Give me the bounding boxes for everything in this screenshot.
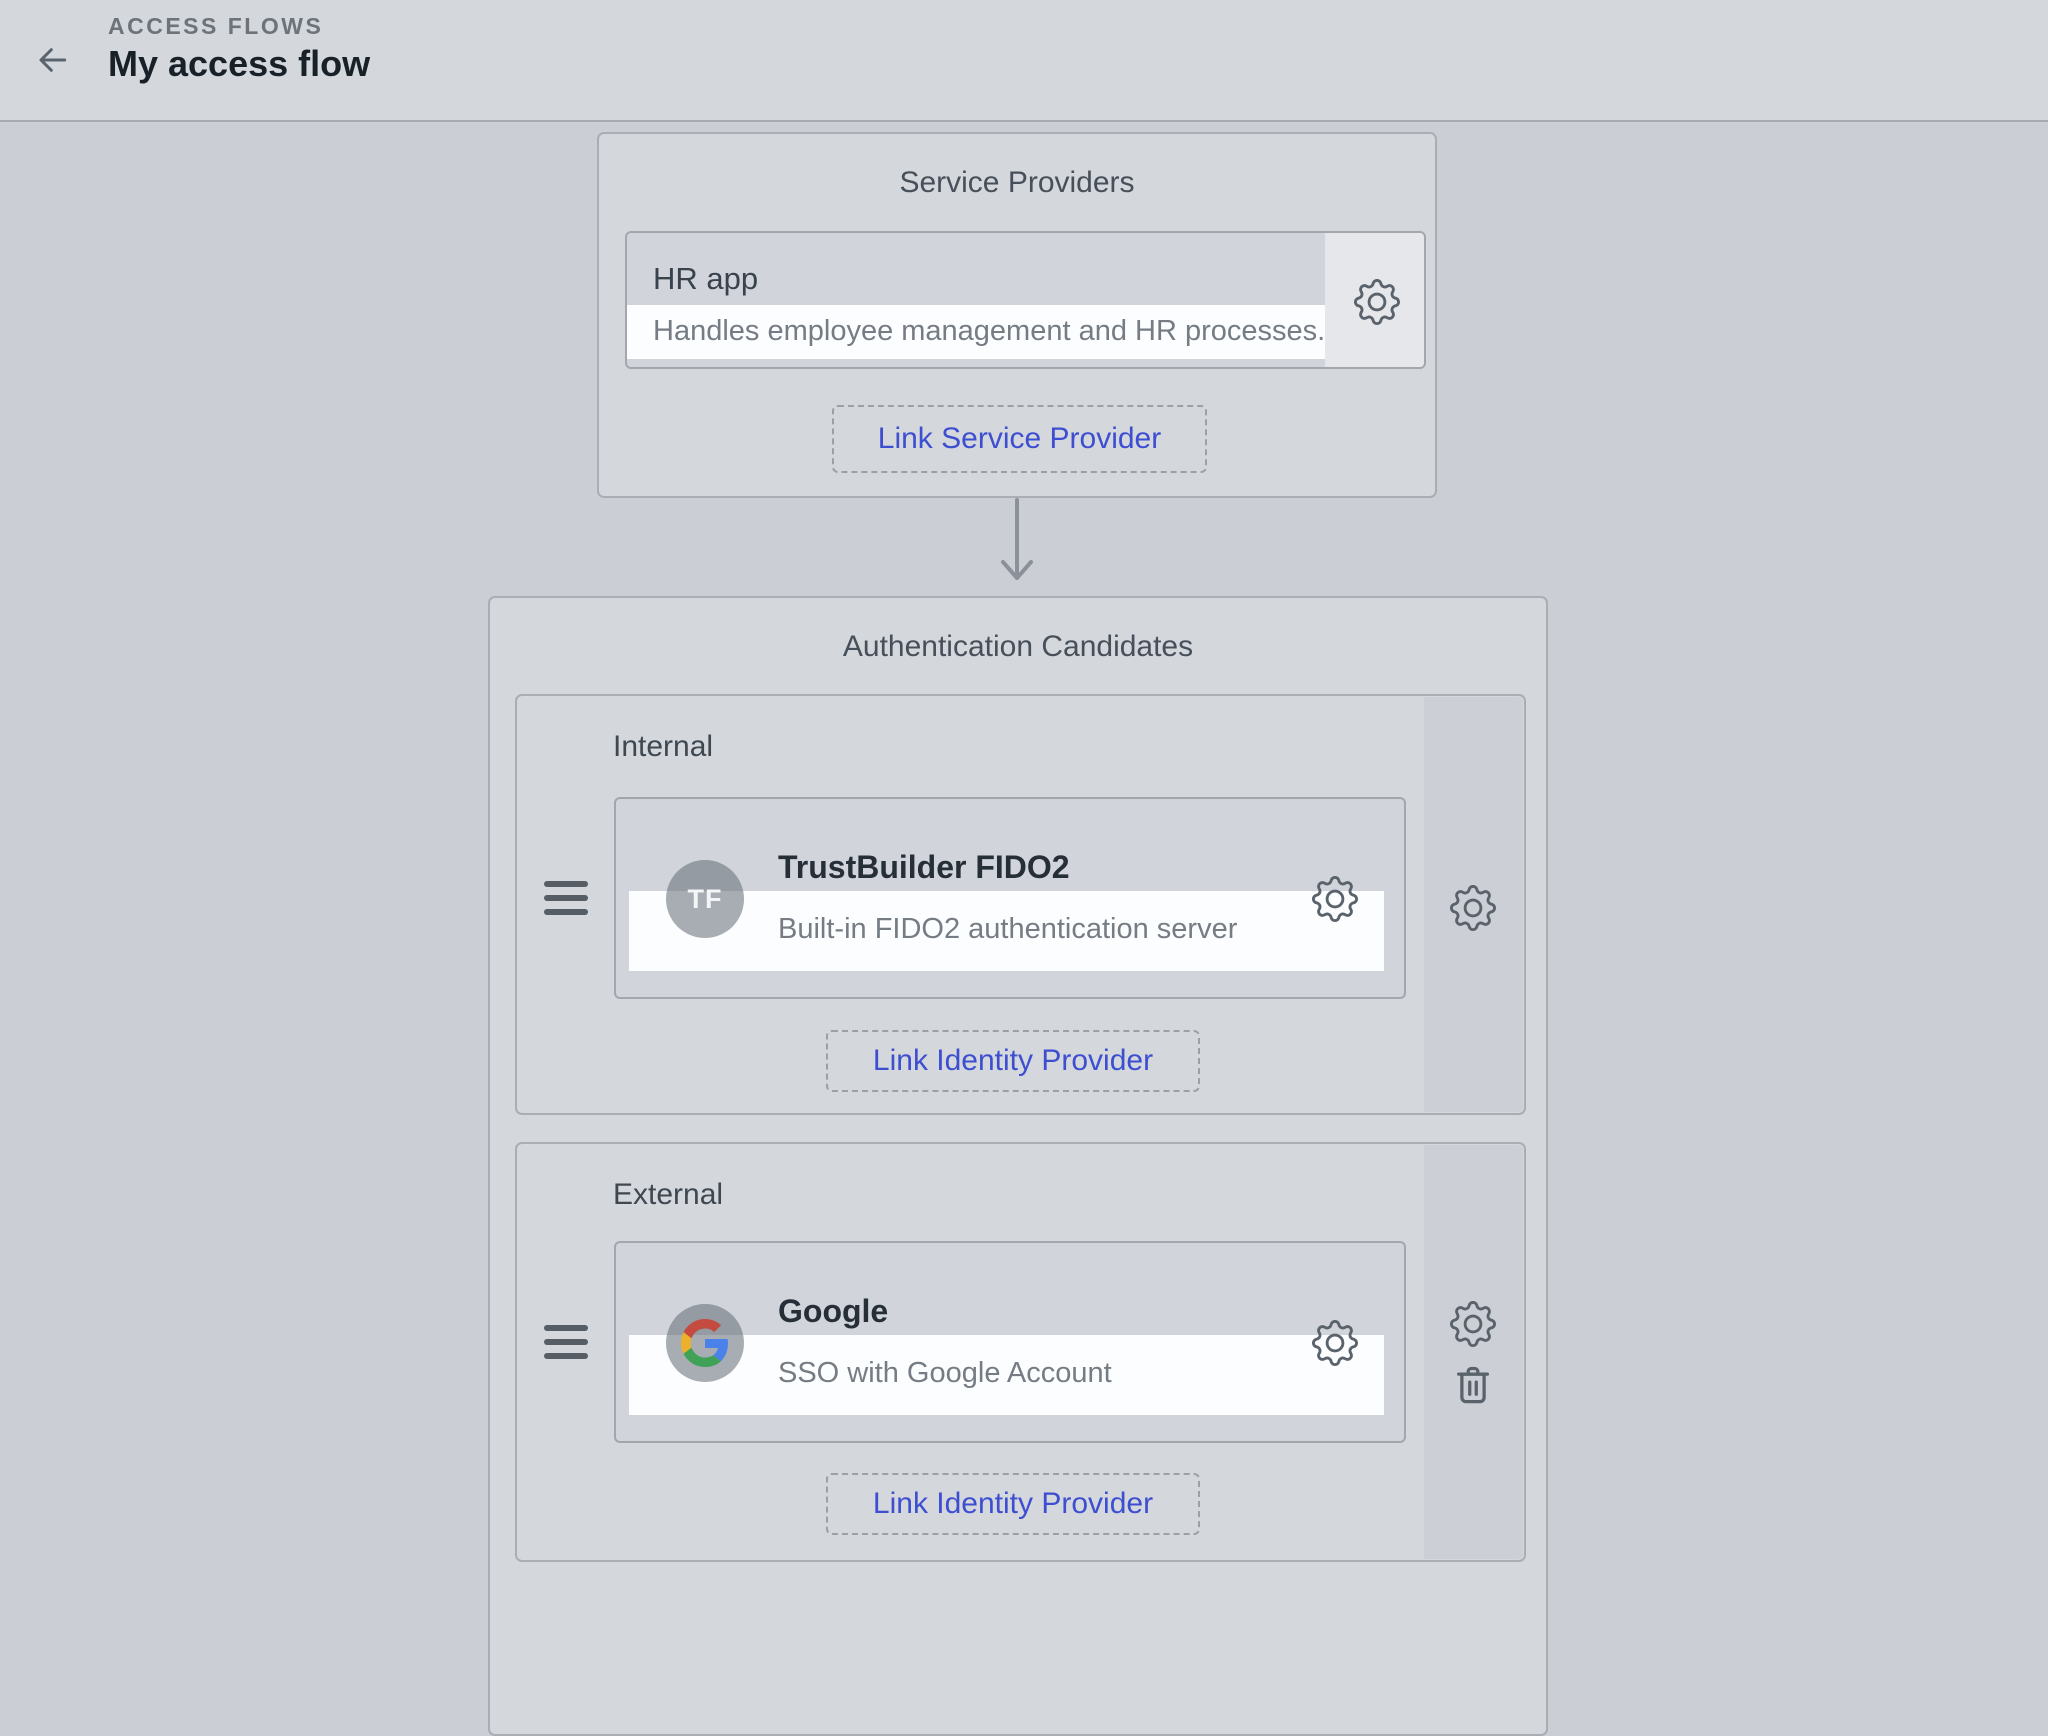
service-provider-description: Handles employee management and HR proce… <box>653 315 1326 347</box>
back-button[interactable] <box>30 37 76 83</box>
gear-icon[interactable] <box>1312 876 1358 922</box>
service-provider-name: HR app <box>653 261 759 296</box>
gear-icon[interactable] <box>1312 1320 1358 1366</box>
flow-connector-arrow-icon <box>997 498 1037 588</box>
gear-icon[interactable] <box>1450 885 1496 931</box>
flow-canvas: Service Providers HR app Handles employe… <box>0 122 2048 1736</box>
trustbuilder-avatar: TF <box>666 860 744 938</box>
trash-icon[interactable] <box>1450 1362 1496 1408</box>
external-actions-strip <box>1424 1145 1523 1559</box>
external-label: External <box>613 1178 724 1211</box>
identity-provider-card-google[interactable]: Google SSO with Google Account <box>614 1241 1406 1443</box>
internal-label: Internal <box>613 730 714 763</box>
description-highlight <box>629 1335 1384 1415</box>
service-providers-title: Service Providers <box>899 166 1135 199</box>
service-providers-box: Service Providers HR app Handles employe… <box>597 132 1437 498</box>
authentication-candidates-title: Authentication Candidates <box>842 630 1194 663</box>
identity-provider-description: SSO with Google Account <box>778 1357 1112 1389</box>
link-identity-provider-button[interactable]: Link Identity Provider <box>826 1473 1200 1535</box>
gear-icon[interactable] <box>1450 1301 1496 1347</box>
page-header: ACCESS FLOWS My access flow <box>0 0 2048 122</box>
link-identity-provider-button[interactable]: Link Identity Provider <box>826 1030 1200 1092</box>
link-service-provider-button[interactable]: Link Service Provider <box>832 405 1207 473</box>
page-title: My access flow <box>108 43 371 84</box>
identity-provider-name: TrustBuilder FIDO2 <box>778 849 1070 885</box>
strip-overlay <box>1424 697 1523 1112</box>
external-section: External Google SSO with Google Account <box>515 1142 1526 1562</box>
strip-overlay <box>1424 1145 1523 1559</box>
drag-handle-icon[interactable] <box>544 1325 588 1359</box>
gear-icon[interactable] <box>1354 279 1400 325</box>
service-provider-card[interactable]: HR app Handles employee management and H… <box>625 231 1426 369</box>
identity-provider-description: Built-in FIDO2 authentication server <box>778 913 1238 945</box>
internal-section: Internal TF TrustBuilder FIDO2 Built-in … <box>515 694 1526 1115</box>
breadcrumb-eyebrow: ACCESS FLOWS <box>108 13 324 39</box>
identity-provider-name: Google <box>778 1293 889 1329</box>
description-highlight <box>627 305 1325 359</box>
internal-actions-strip <box>1424 697 1523 1112</box>
drag-handle-icon[interactable] <box>544 881 588 915</box>
card-side-column <box>1325 233 1424 367</box>
google-logo-icon <box>666 1304 744 1382</box>
description-highlight <box>629 891 1384 971</box>
authentication-candidates-box: Authentication Candidates Internal TF Tr… <box>488 596 1548 1736</box>
identity-provider-card-trustbuilder[interactable]: TF TrustBuilder FIDO2 Built-in FIDO2 aut… <box>614 797 1406 999</box>
back-arrow-icon <box>33 40 73 80</box>
